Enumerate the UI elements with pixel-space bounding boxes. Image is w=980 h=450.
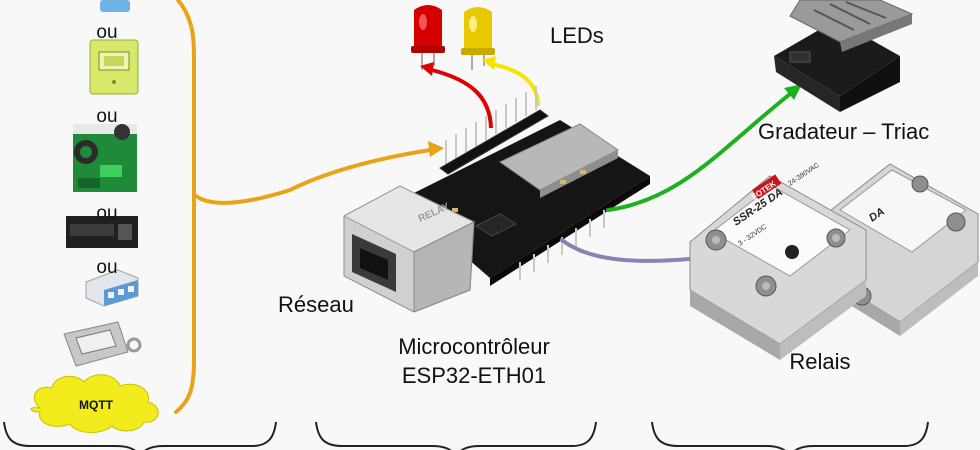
or-separator: ou bbox=[96, 203, 117, 224]
dimmer-wire bbox=[606, 92, 792, 212]
dimmer-label: Gradateur – Triac bbox=[758, 119, 929, 144]
mqtt-label: MQTT bbox=[79, 398, 114, 412]
solid-state-relay: FOTEK SSR-25 DA 3 - 32VDC 24-380VAC bbox=[689, 162, 867, 360]
relay-brand-badge bbox=[752, 174, 782, 200]
red-led-wire bbox=[431, 68, 493, 129]
ethernet-jack: RELAY bbox=[342, 185, 476, 313]
relay-wire bbox=[560, 238, 702, 263]
red-led bbox=[411, 5, 445, 70]
or-separator: ou bbox=[96, 22, 117, 43]
brace-microcontroller bbox=[315, 421, 597, 450]
sensor-input-arrow bbox=[194, 148, 432, 205]
arrowhead bbox=[482, 56, 496, 70]
source-device-top bbox=[100, 0, 130, 12]
or-separator: ou bbox=[96, 106, 117, 127]
relay-output-spec: 24-380VAC bbox=[787, 162, 820, 188]
microcontroller-label: Microcontrôleur bbox=[398, 334, 550, 359]
arrowhead bbox=[784, 84, 802, 100]
current-sensor-board bbox=[73, 124, 137, 192]
yellow-led-wire bbox=[491, 62, 540, 107]
relays-label: Relais bbox=[789, 349, 850, 374]
sensor-input-curve bbox=[174, 0, 196, 414]
microcontroller-model-label: ESP32-ETH01 bbox=[402, 363, 546, 388]
grey-sensor-device bbox=[63, 321, 142, 367]
leds-label: LEDs bbox=[550, 23, 604, 48]
brace-sources bbox=[3, 421, 277, 450]
network-label: Réseau bbox=[278, 292, 354, 317]
mqtt-cloud bbox=[30, 374, 159, 433]
arrowhead bbox=[428, 141, 444, 157]
triac-dimmer-module bbox=[774, 0, 914, 112]
linky-meter-device bbox=[89, 39, 139, 95]
din-module-device bbox=[66, 216, 138, 248]
brace-outputs bbox=[651, 421, 929, 450]
energy-module-device bbox=[85, 269, 139, 307]
arrowhead bbox=[420, 62, 434, 76]
yellow-led bbox=[461, 7, 495, 70]
or-separator: ou bbox=[96, 257, 117, 278]
